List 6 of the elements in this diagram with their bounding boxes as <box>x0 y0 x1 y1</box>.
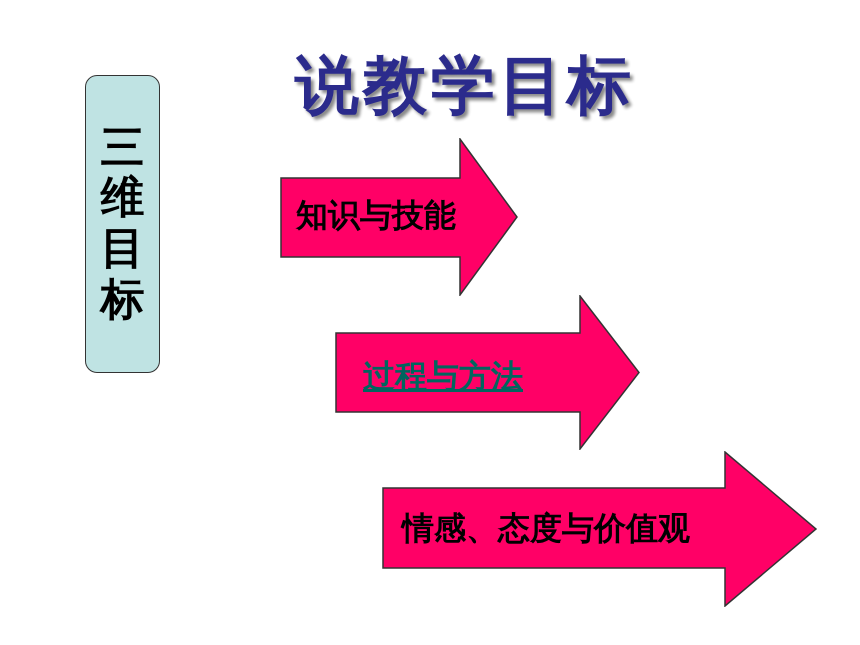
arrow-label: 情感、态度与价值观 <box>402 508 690 549</box>
arrow-label: 知识与技能 <box>296 195 456 236</box>
title: 说教学目标 <box>293 48 636 125</box>
label-panel <box>85 75 160 373</box>
vertical-label: 三维目标 <box>100 122 146 326</box>
arrow-label: 过程与方法 <box>363 356 523 397</box>
